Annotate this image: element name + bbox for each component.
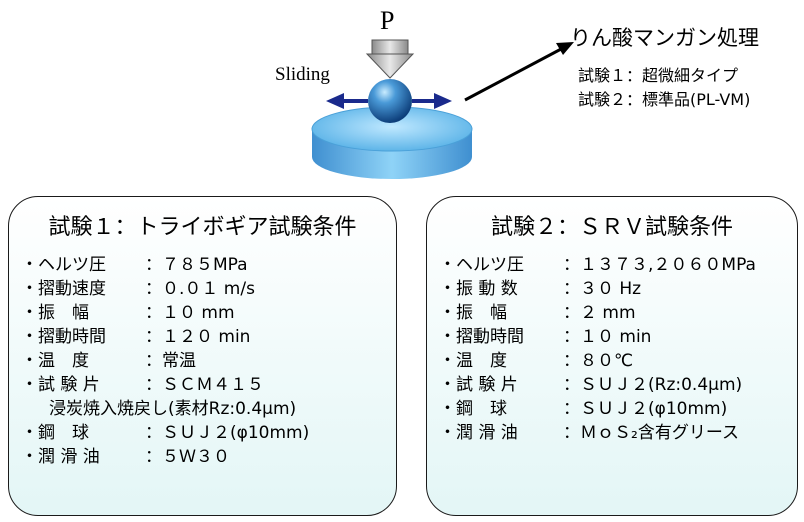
test-apparatus-diagram <box>311 39 574 179</box>
row-value: ：３０ Hz <box>563 279 642 299</box>
row-value: ：０.０１ m/s <box>145 279 255 299</box>
row-value: ：ＳＵＪ２(φ10mm) <box>145 423 310 443</box>
treatment-item-2: 試験２：標準品(PL-VM) <box>578 90 751 109</box>
row-label: ・ヘルツ圧 <box>439 255 524 275</box>
row-label: ・振 動 数 <box>439 279 518 299</box>
row-label: ・ヘルツ圧 <box>21 255 106 275</box>
row-label: ・振 幅 <box>439 303 507 323</box>
row-value: ：１３７３,２０６０MPa <box>563 255 756 275</box>
test1-conditions-panel: 試験１：トライボギア試験条件 ・ヘルツ圧 ：７８５MPa ・摺動速度 ：０.０１ m… <box>8 196 397 516</box>
sliding-arrows <box>326 93 452 109</box>
row-label: ・潤 滑 油 <box>21 447 100 467</box>
row-label: ・摺動速度 <box>21 279 106 299</box>
row-value: ：１０ mm <box>145 303 235 323</box>
steel-ball <box>368 79 412 123</box>
row-value: ：ＳＵＪ２(Rz:0.4μm) <box>563 375 743 395</box>
row-label: ・摺動時間 <box>21 327 106 347</box>
treatment-item-1: 試験１：超微細タイプ <box>578 66 739 85</box>
row-label: ・鋼 球 <box>21 423 89 443</box>
row-value: 浸炭焼入焼戻し(素材Rz:0.4μm) <box>49 399 297 419</box>
row-value: ：ＳＵＪ２(φ10mm) <box>563 399 728 419</box>
treatment-title: りん酸マンガン処理 <box>570 26 759 50</box>
test1-title: 試験１：トライボギア試験条件 <box>48 215 357 240</box>
row-value: ：１０ min <box>563 327 652 347</box>
row-value: ：７８５MPa <box>145 255 248 275</box>
row-label: ・鋼 球 <box>439 399 507 419</box>
test-disc <box>311 106 473 179</box>
row-label: ・温 度 <box>21 351 89 371</box>
row-value: ：常温 <box>145 351 196 371</box>
row-label: ・温 度 <box>439 351 507 371</box>
load-arrow <box>365 39 415 79</box>
treatment-pointer-arrow <box>464 42 574 102</box>
test2-conditions-panel: 試験２：ＳＲＶ試験条件 ・ヘルツ圧 ：１３７３,２０６０MPa ・振 動 数 ：３０… <box>426 196 798 516</box>
row-label: ・摺動時間 <box>439 327 524 347</box>
load-label: P <box>380 6 395 35</box>
row-label: ・試 験 片 <box>21 375 100 395</box>
row-label: ・潤 滑 油 <box>439 423 518 443</box>
sliding-label: Sliding <box>275 64 330 85</box>
test2-title: 試験２：ＳＲＶ試験条件 <box>490 215 733 240</box>
row-value: ：２ mm <box>563 303 636 323</box>
row-label: ・振 幅 <box>21 303 89 323</box>
row-value: ：１２０ min <box>145 327 251 347</box>
row-label: ・試 験 片 <box>439 375 518 395</box>
row-value: ：ＭｏＳ₂含有グリース <box>563 423 739 443</box>
row-value: ：５Ｗ３０ <box>145 447 230 467</box>
row-value: ：ＳＣＭ４１５ <box>145 375 264 395</box>
row-value: ：８０℃ <box>563 351 634 371</box>
